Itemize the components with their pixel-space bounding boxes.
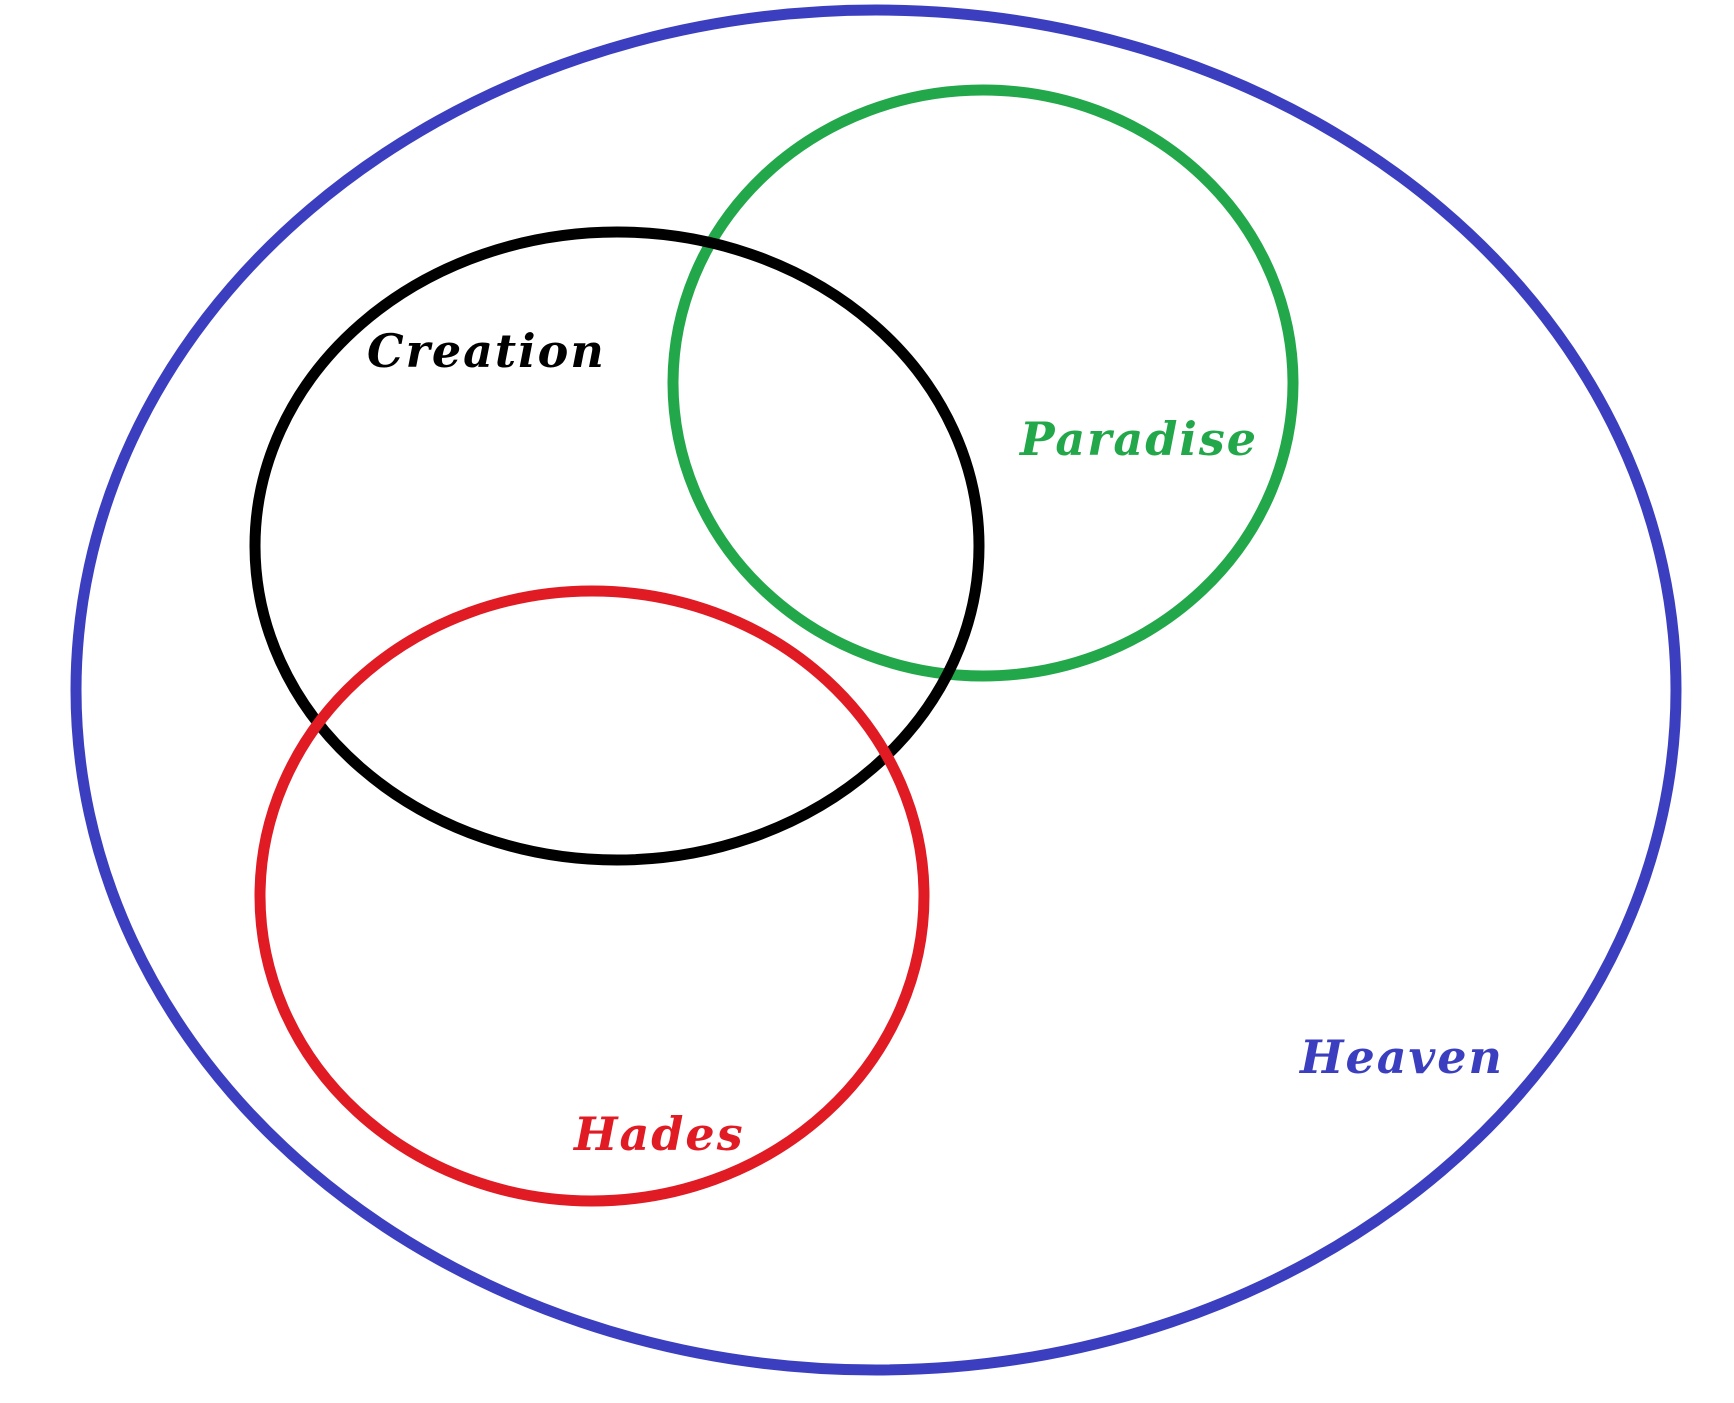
- creation-ellipse: [249, 226, 985, 866]
- creation-label: Creation: [367, 324, 606, 378]
- hades-ellipse: [254, 585, 930, 1207]
- heaven-label: Heaven: [1298, 1030, 1504, 1084]
- paradise-label: Paradise: [1018, 412, 1258, 466]
- hades-label: Hades: [572, 1107, 745, 1161]
- heaven-ellipse: [70, 4, 1682, 1376]
- paradise-ellipse: [667, 84, 1299, 682]
